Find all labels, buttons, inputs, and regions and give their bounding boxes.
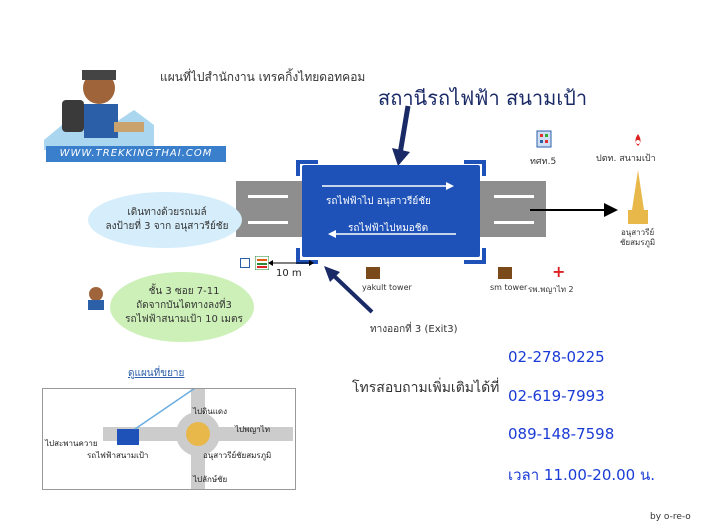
ptt-label: ปตท. สนามเป้า	[596, 154, 656, 164]
inset-to-saphan-khwai: ไปสะพานควาย	[45, 439, 98, 448]
station-pointer-arrow	[392, 105, 411, 166]
contact-label: โทรสอบถามเพิ่มเติมได้ที่	[352, 380, 500, 396]
bus-directions-text: เดินทางด้วยรถเมล์ ลงป้ายที่ 3 จาก อนุสาว…	[105, 207, 229, 232]
victory-monument-icon	[628, 170, 648, 224]
hospital-label: รพ.พญาไท 2	[528, 285, 574, 294]
ptt-drop-icon	[635, 134, 641, 146]
inset-to-din-daeng: ไปดินแดง	[193, 407, 228, 416]
distance-label: 10 m	[276, 268, 302, 279]
website-banner: WWW.TREKKINGTHAI.COM	[46, 146, 226, 162]
credit: by o-re-o	[650, 512, 691, 522]
phone-3[interactable]: 089-148-7598	[508, 425, 615, 443]
bus-directions-bubble	[88, 192, 242, 248]
office-directions-text: ชั้น 3 ซอย 7-11 ถัดจากบันไดทางลงที่3 รถไ…	[125, 286, 243, 325]
line-to-mochit-label: รถไฟฟ้าไปหมอชิต	[348, 223, 429, 234]
phone-2[interactable]: 02-619-7993	[508, 387, 605, 405]
office-directions-bubble	[110, 272, 254, 342]
phone-1[interactable]: 02-278-0225	[508, 348, 605, 366]
hiker-illustration	[44, 70, 154, 150]
monument-label: อนุสาวรีย์ ชัยสมรภูมิ	[620, 228, 656, 247]
inset-to-lak-si: ไปลักษ์ชัย	[193, 475, 228, 484]
map-title: แผนที่ไปสำนักงาน เทรคกิ้งไทยดอทคอม	[160, 70, 366, 84]
hospital-cross-icon: +	[552, 262, 566, 281]
exit-label: ทางออกที่ 3 (Exit3)	[370, 324, 458, 335]
inset-station-label: รถไฟฟ้าสนามเป้า	[87, 451, 149, 460]
tot-label: ทศท.5	[530, 157, 557, 167]
direction-arrow-monument	[530, 203, 618, 217]
distance-line	[268, 260, 314, 266]
bus-stop-icon	[240, 258, 250, 268]
inset-monument-label: อนุสาวรีย์ชัยสมรภูมิ	[203, 451, 272, 460]
inset-label: ดูแผนที่ขยาย	[128, 368, 185, 379]
station-title: สถานีรถไฟฟ้า สนามเป้า	[378, 86, 588, 110]
mini-hiker-icon	[88, 287, 104, 310]
platform-brackets	[296, 160, 486, 264]
office-hours: เวลา 11.00-20.00 น.	[508, 466, 656, 484]
line-to-victory-label: รถไฟฟ้าไป อนุสาวรีย์ชัย	[326, 196, 431, 207]
exit-pointer-arrow	[324, 266, 374, 314]
sm-tower-label: sm tower	[490, 283, 528, 292]
bts-platform	[302, 165, 480, 257]
yakult-tower-icon	[366, 267, 380, 279]
inset-map: ไปดินแดง ไปพญาไท ไปสะพานควาย รถไฟฟ้าสนาม…	[42, 388, 296, 490]
sm-tower-icon	[498, 267, 512, 279]
yakult-tower-label: yakult tower	[362, 283, 412, 292]
inset-to-phaya-thai: ไปพญาไท	[235, 425, 270, 434]
tot-building-icon	[536, 130, 552, 148]
seven-eleven-icon	[255, 256, 269, 270]
